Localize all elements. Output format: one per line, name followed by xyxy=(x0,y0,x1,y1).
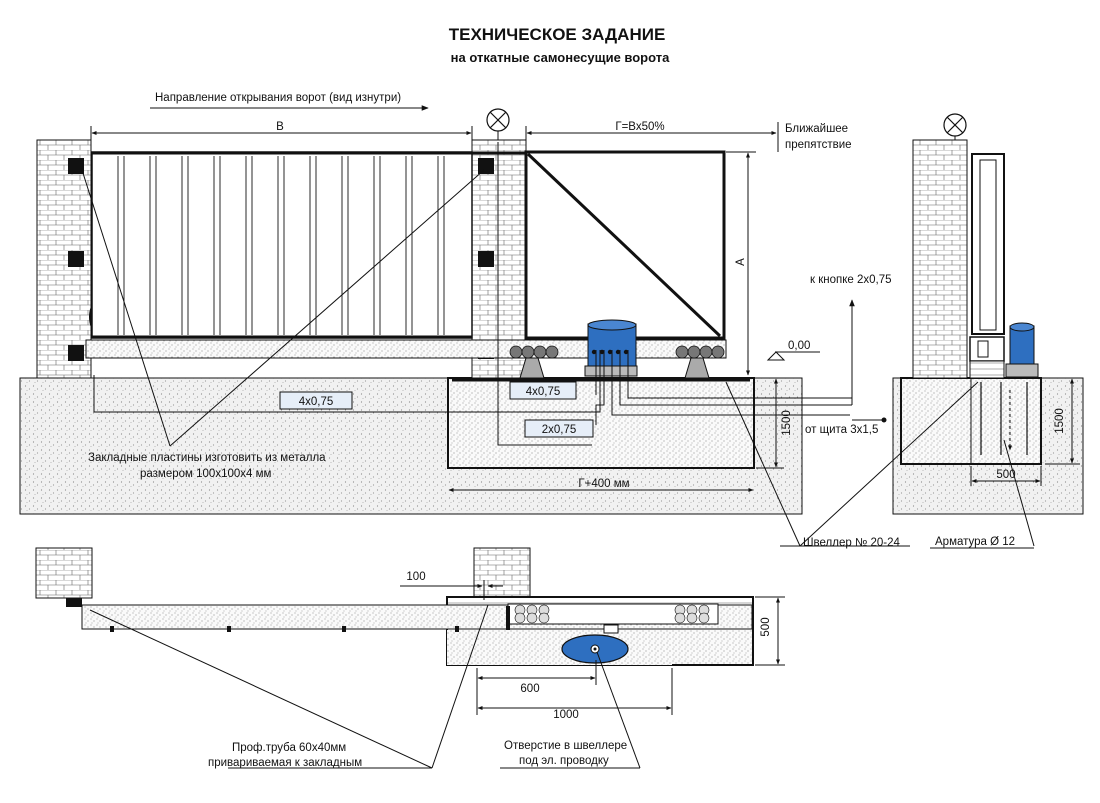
level-label: 0,00 xyxy=(788,340,810,352)
bottom-profile-beam xyxy=(85,339,727,359)
dimension-g-label: Г=Вх50% xyxy=(615,121,664,133)
dim-1000-label: 1000 xyxy=(553,709,579,721)
dim-600-label: 600 xyxy=(520,683,539,695)
pipe-label-1: Проф.труба 60х40мм xyxy=(232,742,346,754)
obstacle-label-1: Ближайшее xyxy=(785,123,848,135)
lamp-cross-icon xyxy=(943,113,967,140)
from-panel-label: от щита 3х1,5 xyxy=(805,424,878,436)
gate-leaf xyxy=(91,151,473,339)
cable-panel xyxy=(611,350,850,416)
direction-label: Направление открывания ворот (вид изнутр… xyxy=(155,92,401,104)
embedded-plate xyxy=(478,158,494,174)
cable-label-2x075: 2х0,75 xyxy=(542,424,577,436)
lamp-cross-icon xyxy=(486,108,510,140)
channel-label: Швеллер № 20-24 xyxy=(803,537,900,549)
foundation xyxy=(447,377,755,469)
cable-label-4x075-left: 4х0,75 xyxy=(299,396,334,408)
plates-label-1: Закладные пластины изготовить из металла xyxy=(88,452,326,464)
roller-carriage-icon xyxy=(509,345,559,379)
gate-motor-icon xyxy=(1005,322,1039,378)
embedded-plate xyxy=(68,345,84,361)
tail-diagonal xyxy=(526,152,722,338)
depth-1500-main-label: 1500 xyxy=(781,410,793,436)
side-section: 1500 500 xyxy=(892,113,1084,515)
button-cable-label: к кнопке 2х0,75 xyxy=(810,274,892,286)
rebar-label: Арматура Ø 12 xyxy=(935,536,1015,548)
page-title: ТЕХНИЧЕСКОЕ ЗАДАНИЕ xyxy=(449,25,666,44)
cable-label-4x075-mid: 4х0,75 xyxy=(526,386,561,398)
hole-label-1: Отверстие в швеллере xyxy=(504,740,627,752)
plates-label-2: размером 100х100х4 мм xyxy=(140,468,272,480)
gate-motor-icon xyxy=(584,319,638,377)
pipe-label-2: привариваемая к закладным xyxy=(208,757,362,769)
page-subtitle: на откатные самонесущие ворота xyxy=(451,50,670,65)
embedded-plate xyxy=(68,251,84,267)
embedded-plate xyxy=(68,158,84,174)
depth-1500-side-label: 1500 xyxy=(1054,408,1066,434)
dimension-a-label: А xyxy=(735,258,747,266)
obstacle-label-2: препятствие xyxy=(785,139,852,151)
width-500-side-label: 500 xyxy=(996,469,1015,481)
roller-carriage-icon xyxy=(675,345,725,379)
dim-100-label: 100 xyxy=(406,571,425,583)
cable-lamp xyxy=(497,142,592,446)
dim-500-plan-label: 500 xyxy=(760,617,772,636)
embedded-plate xyxy=(478,251,494,267)
hole-label-2: под эл. проводку xyxy=(519,755,609,767)
cable-photocell-left xyxy=(93,350,601,413)
dimension-b-label: В xyxy=(276,121,284,133)
foundation-length-label: Г+400 мм xyxy=(578,478,629,490)
plan-view: 100 500 600 1000 Проф.труба 60х40мм прив… xyxy=(35,547,785,769)
front-elevation: В Г=Вх50% Ближайшее препятствие А к кноп… xyxy=(19,108,892,515)
